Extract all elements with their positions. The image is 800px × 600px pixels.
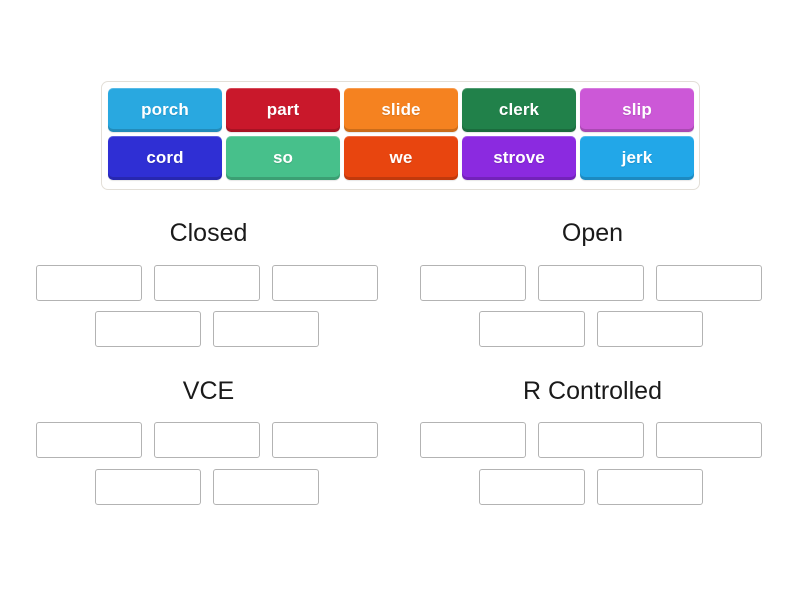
word-bank: porch part slide clerk slip cord so [101, 81, 700, 190]
dropzone-vce-2[interactable] [154, 422, 260, 458]
word-tile-cord[interactable]: cord [108, 136, 222, 180]
word-tile-jerk[interactable]: jerk [580, 136, 694, 180]
dropzone-closed-4[interactable] [95, 311, 201, 347]
category-title-closed: Closed [169, 219, 248, 247]
word-tile-label: cord [146, 148, 184, 167]
word-tile-so[interactable]: so [226, 136, 340, 180]
word-tile-label: slip [622, 100, 652, 119]
dropzone-vce-1[interactable] [36, 422, 142, 458]
word-tile-part[interactable]: part [226, 88, 340, 132]
word-tile-slide[interactable]: slide [344, 88, 458, 132]
dropzone-open-3[interactable] [656, 265, 762, 301]
word-bank-row-1: porch part slide clerk slip [108, 88, 694, 132]
word-tile-label: part [266, 100, 300, 119]
category-title-open: Open [561, 219, 624, 247]
dropzone-r-controlled-4[interactable] [479, 469, 585, 505]
word-tile-label: so [272, 148, 294, 167]
dropzone-vce-5[interactable] [213, 469, 319, 505]
dropzone-closed-5[interactable] [213, 311, 319, 347]
category-title-r-controlled: R Controlled [523, 377, 662, 405]
word-tile-clerk[interactable]: clerk [462, 88, 576, 132]
dropzone-r-controlled-2[interactable] [538, 422, 644, 458]
dropzone-r-controlled-5[interactable] [597, 469, 703, 505]
dropzone-closed-2[interactable] [154, 265, 260, 301]
word-tile-we[interactable]: we [344, 136, 458, 180]
dropzone-open-4[interactable] [479, 311, 585, 347]
word-tile-label: strove [493, 148, 545, 167]
word-tile-porch[interactable]: porch [108, 88, 222, 132]
dropzone-open-5[interactable] [597, 311, 703, 347]
dropzone-r-controlled-3[interactable] [656, 422, 762, 458]
word-tile-label: porch [141, 100, 189, 119]
word-bank-row-2: cord so we strove jerk [108, 136, 694, 180]
dropzone-open-1[interactable] [420, 265, 526, 301]
dropzone-closed-3[interactable] [272, 265, 378, 301]
word-tile-label: we [389, 148, 413, 167]
word-tile-strove[interactable]: strove [462, 136, 576, 180]
dropzone-r-controlled-1[interactable] [420, 422, 526, 458]
word-tile-label: slide [381, 100, 421, 119]
dropzone-open-2[interactable] [538, 265, 644, 301]
word-tile-slip[interactable]: slip [580, 88, 694, 132]
dropzone-closed-1[interactable] [36, 265, 142, 301]
word-tile-label: jerk [621, 148, 653, 167]
category-title-vce: VCE [182, 377, 235, 405]
word-tile-label: clerk [498, 100, 540, 119]
dropzone-vce-4[interactable] [95, 469, 201, 505]
dropzone-vce-3[interactable] [272, 422, 378, 458]
